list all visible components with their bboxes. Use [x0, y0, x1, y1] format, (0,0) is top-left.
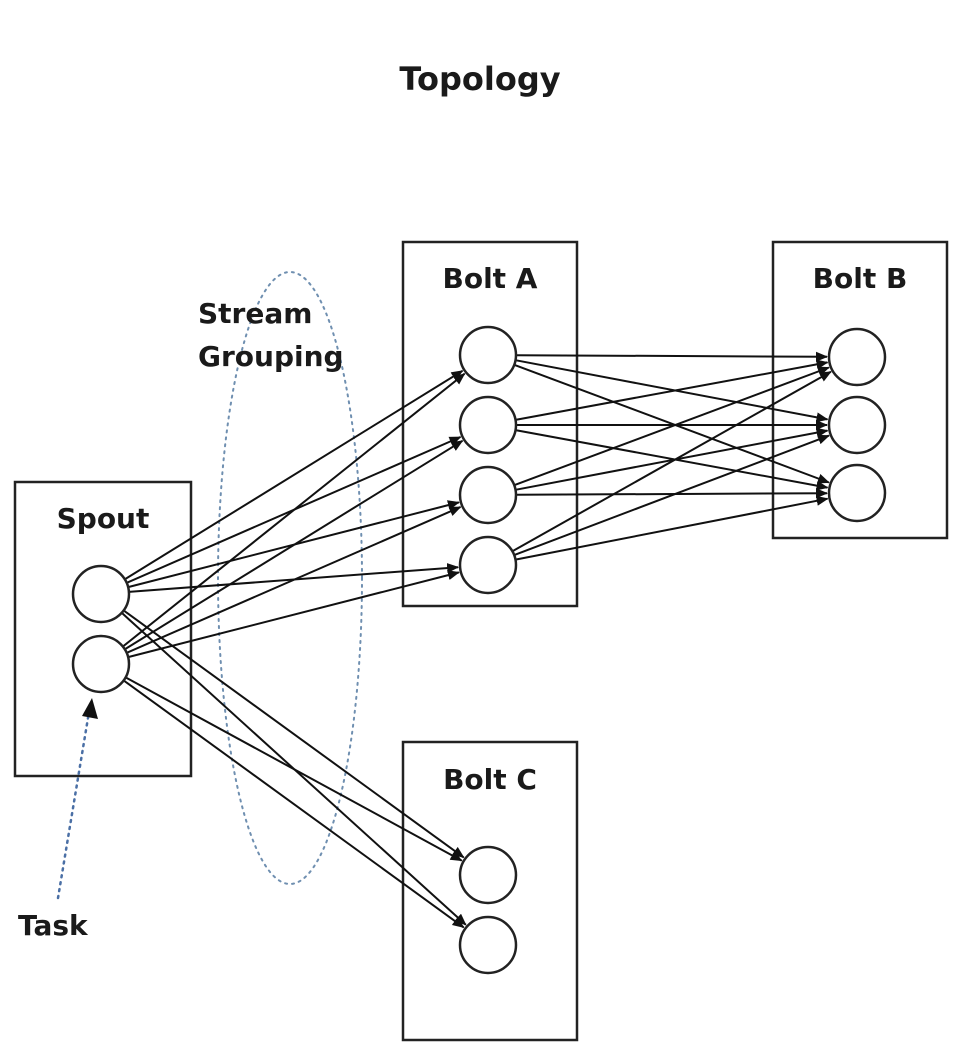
edge-bolt-a-1-to-bolt-b-3: [513, 363, 830, 484]
bolt-a-task-4: [458, 535, 518, 595]
task-pointer-line: [56, 704, 92, 900]
spout-label: Spout: [57, 502, 150, 535]
bolt-b-task-1: [827, 327, 887, 387]
bolt-b-task-2: [827, 395, 887, 455]
edge-bolt-a-3-to-bolt-b-2: [515, 427, 829, 491]
bolt-a-label: Bolt A: [443, 262, 538, 295]
bolt-a-task-1: [458, 325, 518, 385]
edge-bolt-a-3-to-bolt-b-1: [513, 366, 830, 487]
task-nodes: [71, 325, 887, 975]
stream-grouping-label-line1: Stream: [198, 297, 312, 330]
spout-task-1: [71, 564, 131, 624]
task-label: Task: [18, 909, 89, 942]
diagram-title: Topology: [399, 60, 560, 98]
edge-spout-2-to-bolt-a-2: [124, 439, 464, 651]
edge-bolt-a-4-to-bolt-b-3: [515, 495, 829, 561]
edge-spout-1-to-bolt-c-1: [123, 609, 465, 859]
stream-grouping-outline: [217, 271, 363, 885]
edge-spout-2-to-bolt-c-2: [123, 679, 465, 929]
bolt-c-task-1: [458, 845, 518, 905]
edge-bolt-a-4-to-bolt-b-1: [511, 370, 832, 553]
bolt-b-box: [771, 240, 949, 540]
stream-grouping-label-line2: Grouping: [198, 340, 344, 373]
edge-bolt-a-1-to-bolt-b-1: [515, 351, 828, 362]
edge-spout-1-to-bolt-a-1: [124, 369, 464, 581]
edge-spout-2-to-bolt-a-4: [127, 570, 460, 659]
bolt-b-task-3: [827, 463, 887, 523]
bolt-b-label: Bolt B: [813, 262, 908, 295]
edge-spout-2-to-bolt-a-3: [126, 506, 462, 654]
edge-bolt-a-2-to-bolt-b-1: [515, 359, 829, 421]
edge-bolt-a-2-to-bolt-b-3: [515, 429, 829, 491]
spout-task-2: [71, 634, 131, 694]
edge-spout-2-to-bolt-c-1: [125, 676, 463, 862]
bolt-c-label: Bolt C: [443, 763, 537, 796]
bolt-a-task-3: [458, 465, 518, 525]
edge-bolt-a-3-to-bolt-b-3: [515, 488, 828, 499]
task-pointer-arrowhead: [82, 698, 98, 719]
bolt-a-task-2: [458, 395, 518, 455]
edge-bolt-a-4-to-bolt-b-2: [513, 434, 830, 557]
edge-bolt-a-1-to-bolt-b-2: [515, 359, 829, 423]
edge-spout-2-to-bolt-a-1: [122, 372, 466, 648]
spout-box: [13, 480, 193, 778]
stream-edges: [121, 351, 832, 929]
bolt-c-task-2: [458, 915, 518, 975]
